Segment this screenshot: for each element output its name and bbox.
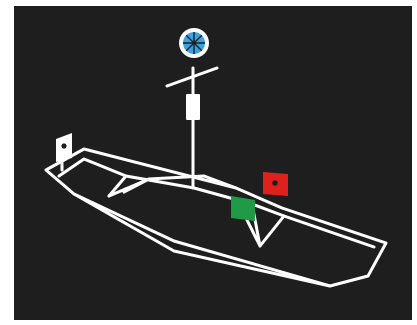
- masthead-light-icon: [186, 94, 200, 120]
- diagram-background: [14, 6, 412, 320]
- mast: [165, 66, 219, 190]
- boat-lights-diagram: [14, 6, 412, 320]
- hull-chine-line: [72, 192, 332, 288]
- cabin-roof-line: [107, 174, 238, 198]
- all-round-light-spokes: [183, 32, 205, 54]
- mast-crossbar: [165, 66, 219, 88]
- stern-light-icon: [56, 133, 72, 162]
- all-round-light-icon: [179, 28, 209, 58]
- diagram-panel: [14, 6, 412, 320]
- port-light-dot: [272, 180, 278, 186]
- cabin-front-line: [122, 177, 151, 194]
- hull-outer-outline: [44, 147, 388, 288]
- stern-deck-line: [57, 157, 128, 198]
- stern-light-dot: [61, 143, 67, 149]
- starboard-sidelight-icon: [231, 196, 255, 221]
- port-sidelight-icon: [263, 172, 288, 196]
